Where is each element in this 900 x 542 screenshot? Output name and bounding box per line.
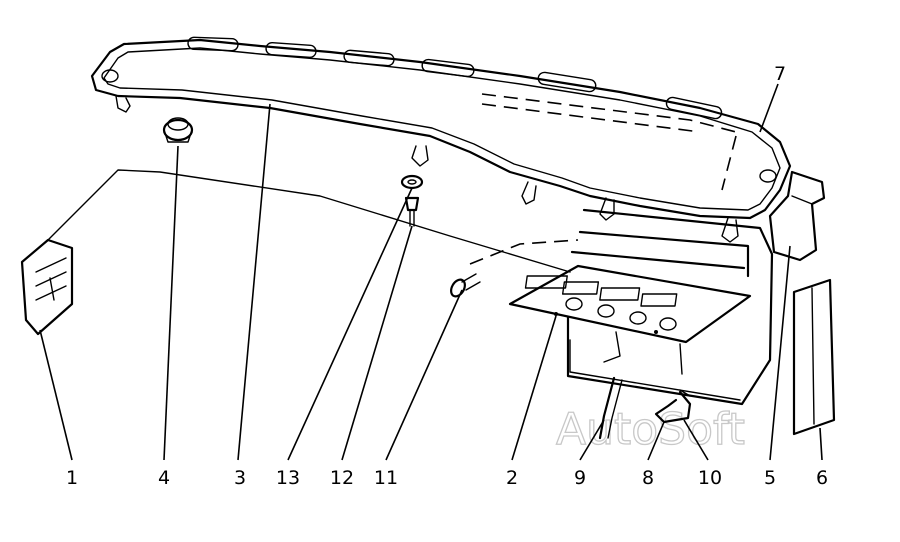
switch-panel-box [508,208,774,406]
vent-grille [20,238,74,336]
callout-10: 10 [698,467,722,489]
leader-lines [39,83,823,461]
screw-and-washer [400,174,424,227]
watermark: AutoSoft [556,404,745,455]
callout-3: 3 [234,467,246,489]
callout-11: 11 [374,467,398,489]
callout-9: 9 [574,467,586,489]
callout-7: 7 [774,63,786,85]
wire [47,169,571,273]
callout-4: 4 [158,467,170,489]
callout-8: 8 [642,467,654,489]
panel-screw [450,273,481,298]
callout-12: 12 [330,467,354,489]
callout-1: 1 [66,467,78,489]
callout-6: 6 [816,467,828,489]
hose [598,376,616,440]
dashboard-shelf [90,38,792,220]
callout-2: 2 [506,467,518,489]
shelf-brackets [115,95,739,243]
grommet [162,117,194,143]
trim-strip [792,278,836,436]
shelf-trim-pads [187,36,723,120]
callout-5: 5 [764,467,776,489]
callout-labels: 1 2 3 4 5 6 7 8 9 10 11 12 13 [66,63,828,489]
callout-13: 13 [276,467,300,489]
side-bracket [768,170,826,262]
